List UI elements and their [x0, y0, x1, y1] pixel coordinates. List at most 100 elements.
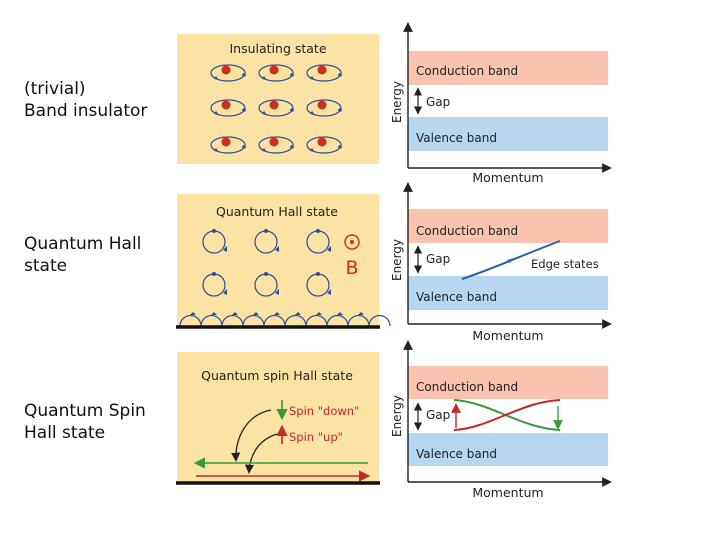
row-label-band-insulator: (trivial) Band insulator	[24, 78, 147, 122]
orbit-arrowhead	[310, 111, 315, 115]
orbit-ellipse	[258, 64, 294, 82]
orbit-ellipse	[306, 64, 342, 82]
gap-label: Gap	[426, 252, 450, 266]
energy-label: Energy	[390, 239, 404, 281]
label-line: state	[24, 256, 68, 276]
conduction-band	[408, 366, 608, 399]
skipping-arrowhead	[295, 312, 301, 315]
skipping-arrowhead	[337, 312, 343, 315]
orbit-ellipse	[258, 99, 294, 117]
orbit-ellipse	[210, 64, 246, 82]
nucleus-dot	[269, 137, 279, 147]
pointer-to-down-channel	[231, 409, 272, 462]
valence-band-label: Valence band	[416, 290, 497, 304]
electron-dot	[212, 229, 216, 233]
orbit-arrowhead	[223, 246, 227, 252]
momentum-label: Momentum	[472, 328, 543, 343]
valence-band	[408, 433, 608, 466]
label-line: (trivial)	[24, 79, 86, 99]
row-label-quantum-hall: Quantum Hall state	[24, 233, 141, 277]
spin-up-dispersion	[453, 399, 561, 431]
nucleus-dot	[221, 137, 231, 147]
field-out-of-page-icon	[344, 234, 360, 250]
valence-band	[408, 276, 608, 310]
skipping-arrowhead	[316, 312, 322, 315]
nucleus-dot	[317, 65, 327, 75]
skipping-arrowhead	[190, 312, 196, 315]
electron-dot	[316, 272, 320, 276]
orbit-arrowhead	[262, 111, 267, 115]
electron-dot	[338, 73, 342, 77]
electron-dot	[242, 108, 246, 112]
skipping-arrowhead	[211, 312, 217, 315]
skipping-arrowhead	[253, 312, 259, 315]
electron-dot	[212, 272, 216, 276]
electron-dot	[242, 145, 246, 149]
label-line: Quantum Spin	[24, 401, 146, 421]
electron-dot	[316, 229, 320, 233]
field-symbol: B	[345, 257, 358, 279]
band-diagram-2: Energy Momentum Conduction band Gap Vale…	[390, 182, 612, 343]
orbit-arrowhead	[310, 148, 315, 152]
gap-label: Gap	[426, 95, 450, 109]
nucleus-dot	[317, 137, 327, 147]
pointer-to-up-channel	[244, 433, 278, 474]
momentum-label: Momentum	[472, 485, 543, 500]
skipping-arrowhead	[358, 312, 364, 315]
orbit-ellipse	[306, 99, 342, 117]
valence-band-label: Valence band	[416, 131, 497, 145]
field-dot	[350, 240, 354, 244]
panel-title: Quantum spin Hall state	[201, 368, 353, 383]
orbit-arrowhead	[214, 148, 219, 152]
nucleus-dot	[221, 100, 231, 110]
orbit-arrowhead	[262, 76, 267, 80]
skipping-arrowhead	[274, 312, 280, 315]
orbit-arrowhead	[327, 289, 331, 295]
orbit-arrowhead	[262, 148, 267, 152]
electron-dot	[242, 73, 246, 77]
valence-band	[408, 117, 608, 151]
electron-dot	[290, 108, 294, 112]
conduction-band	[408, 209, 608, 243]
orbit-arrowhead	[214, 111, 219, 115]
energy-label: Energy	[390, 81, 404, 123]
label-line: Hall state	[24, 423, 106, 443]
band-diagram-3: Energy Momentum Conduction band Gap Vale…	[390, 340, 612, 500]
row-label-quantum-spin-hall: Quantum Spin Hall state	[24, 400, 146, 444]
panel-background	[177, 194, 379, 328]
edge-states-label: Edge states	[531, 257, 599, 271]
cyclotron-orbits	[202, 229, 331, 297]
orbit-ellipse	[258, 136, 294, 154]
conduction-band-label: Conduction band	[416, 224, 518, 238]
electron-dot	[290, 73, 294, 77]
orbit-arrowhead	[275, 289, 279, 295]
quantum-spin-hall-panel: Quantum spin Hall state Spin "down" Spin…	[176, 352, 380, 485]
panel-title: Insulating state	[229, 41, 326, 56]
panel-title: Quantum Hall state	[216, 204, 338, 219]
electron-dot	[338, 108, 342, 112]
label-line: Band insulator	[24, 101, 148, 121]
orbit-arrowhead	[214, 76, 219, 80]
electron-dot	[338, 145, 342, 149]
nucleus-dot	[269, 65, 279, 75]
nucleus-dot	[317, 100, 327, 110]
orbit-arrowhead	[327, 246, 331, 252]
spin-up-label: Spin "up"	[289, 430, 343, 444]
conduction-band	[408, 51, 608, 85]
conduction-band-label: Conduction band	[416, 64, 518, 78]
nucleus-dot	[269, 100, 279, 110]
insulating-state-panel: Insulating state	[177, 34, 379, 164]
label-line: Quantum Hall	[24, 234, 142, 254]
orbit-ellipse	[210, 99, 246, 117]
electron-dot	[290, 145, 294, 149]
orbit-arrowhead	[223, 289, 227, 295]
conduction-band-label: Conduction band	[416, 380, 518, 394]
edge-state-dispersion	[461, 240, 561, 280]
skipping-arrowhead	[232, 312, 238, 315]
edge-state-arrowhead	[507, 258, 514, 263]
orbit-arrowhead	[310, 76, 315, 80]
electron-orbits	[210, 64, 342, 154]
quantum-hall-panel: Quantum Hall state B	[176, 194, 391, 329]
nucleus-dot	[221, 65, 231, 75]
